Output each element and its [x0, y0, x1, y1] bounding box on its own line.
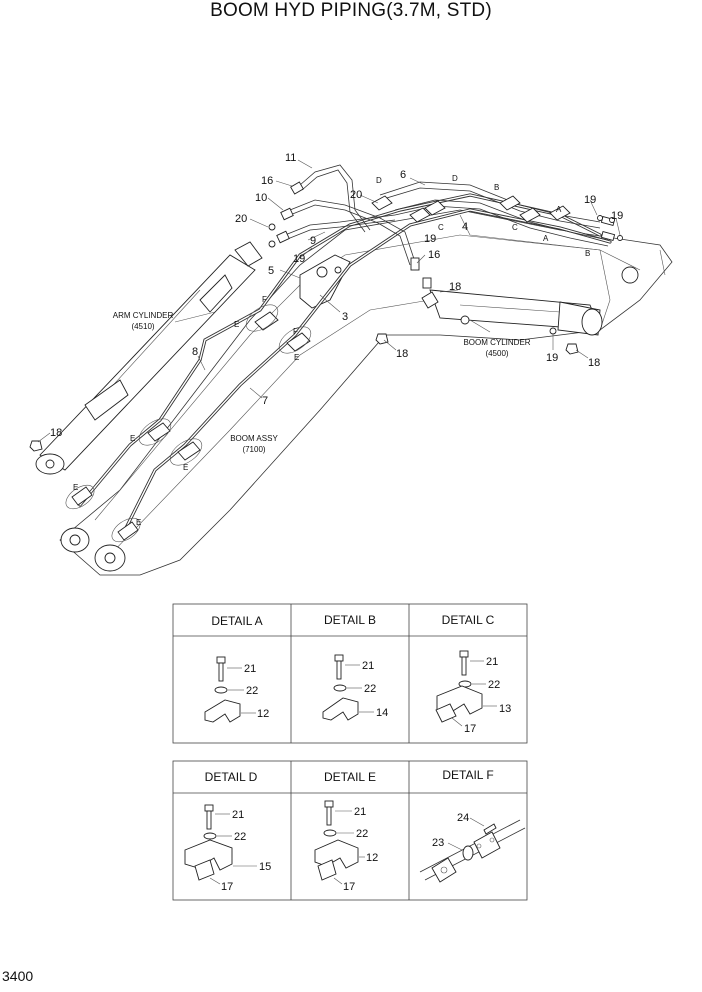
page-number: 3400 — [2, 968, 34, 984]
callout-6: 6 — [400, 169, 406, 181]
callout-B: B — [494, 183, 499, 192]
boom-assy-label: BOOM ASSY — [230, 434, 278, 443]
detail-e-title: DETAIL E — [324, 770, 376, 784]
detail-f-title: DETAIL F — [442, 768, 493, 782]
callout-19: 19 — [584, 194, 596, 206]
page-title: BOOM HYD PIPING(3.7M, STD) — [210, 0, 492, 21]
callout-B: B — [585, 249, 590, 258]
callout-19: 19 — [611, 210, 623, 222]
detail-e-label-22: 22 — [356, 828, 368, 840]
detail-e-label-17: 17 — [343, 881, 355, 893]
detail-d-label-15: 15 — [259, 861, 271, 873]
detail-b-label-22: 22 — [364, 683, 376, 695]
boom-assy-code: (7100) — [242, 445, 265, 454]
component-names: ARM CYLINDER (4510) BOOM ASSY (7100) BOO… — [113, 311, 531, 454]
callout-18: 18 — [396, 348, 408, 360]
detail-d-label-22: 22 — [234, 831, 246, 843]
detail-table-top: DETAIL A DETAIL B DETAIL C 21 22 12 21 — [172, 603, 528, 744]
callout-E: E — [234, 320, 239, 329]
callout-20: 20 — [235, 213, 247, 225]
callout-5: 5 — [268, 265, 274, 277]
detail-b-title: DETAIL B — [324, 613, 376, 627]
main-exploded-view: 11 16 10 20 9 19 5 F E F E 3 6 D 20 D B … — [29, 152, 673, 576]
pipe-clamps — [65, 195, 571, 543]
detail-d-title: DETAIL D — [205, 770, 258, 784]
detail-f-drawing: 24 23 — [419, 812, 526, 883]
detail-a-title: DETAIL A — [211, 614, 262, 628]
callout-F: F — [293, 327, 298, 336]
detail-b-drawing: 21 22 14 — [322, 654, 388, 721]
callout-8: 8 — [192, 346, 198, 358]
detail-c-label-22: 22 — [488, 679, 500, 691]
detail-a-label-21: 21 — [244, 663, 256, 675]
detail-c-drawing: 21 22 13 17 — [435, 650, 511, 735]
detail-d-label-21: 21 — [232, 809, 244, 821]
callout-E: E — [136, 518, 141, 527]
callout-D: D — [452, 174, 458, 183]
callout-16: 16 — [428, 249, 440, 261]
callout-20: 20 — [350, 189, 362, 201]
callout-labels: 11 16 10 20 9 19 5 F E F E 3 6 D 20 D B … — [50, 152, 623, 527]
detail-e-label-12: 12 — [366, 852, 378, 864]
callout-F: F — [262, 295, 267, 304]
callout-19: 19 — [424, 233, 436, 245]
boom-cylinder-label: BOOM CYLINDER — [463, 338, 530, 347]
callout-7: 7 — [262, 395, 268, 407]
callout-11: 11 — [285, 152, 296, 164]
boom-assembly — [59, 209, 673, 576]
detail-a-label-12: 12 — [257, 708, 269, 720]
callout-19: 19 — [293, 253, 305, 265]
callout-E: E — [294, 353, 299, 362]
detail-f-label-24: 24 — [457, 812, 469, 824]
detail-e-label-21: 21 — [354, 806, 366, 818]
callout-16: 16 — [261, 175, 273, 187]
detail-b-label-14: 14 — [376, 707, 388, 719]
callout-18: 18 — [449, 281, 461, 293]
callout-E: E — [183, 463, 188, 472]
callout-A: A — [543, 234, 549, 243]
leader-lines — [37, 159, 621, 443]
callout-E: E — [73, 483, 78, 492]
detail-d-label-17: 17 — [221, 881, 233, 893]
callout-9: 9 — [310, 235, 316, 247]
callout-19: 19 — [546, 352, 558, 364]
callout-C: C — [438, 223, 444, 232]
callout-C: C — [512, 223, 518, 232]
detail-a-drawing: 21 22 12 — [204, 656, 269, 723]
detail-a-label-22: 22 — [246, 685, 258, 697]
callout-4: 4 — [462, 221, 468, 233]
callout-A: A — [556, 205, 562, 214]
callout-10: 10 — [255, 192, 267, 204]
detail-e-drawing: 21 22 12 17 — [314, 800, 378, 893]
detail-c-label-13: 13 — [499, 703, 511, 715]
callout-18: 18 — [588, 357, 600, 369]
arm-cylinder — [32, 241, 263, 475]
detail-c-title: DETAIL C — [442, 613, 495, 627]
loose-fasteners — [29, 333, 579, 452]
callout-D: D — [376, 176, 382, 185]
arm-cylinder-code: (4510) — [131, 322, 154, 331]
detail-f-label-23: 23 — [432, 837, 444, 849]
detail-table-bottom: DETAIL D DETAIL E DETAIL F 21 22 15 17 — [172, 760, 528, 901]
boom-cylinder-code: (4500) — [485, 349, 508, 358]
boom-cylinder — [421, 289, 603, 336]
detail-c-label-21: 21 — [486, 656, 498, 668]
callout-E: E — [130, 434, 135, 443]
callout-18: 18 — [50, 427, 62, 439]
detail-c-label-17: 17 — [464, 723, 476, 735]
detail-d-drawing: 21 22 15 17 — [184, 804, 271, 893]
detail-b-label-21: 21 — [362, 660, 374, 672]
callout-3: 3 — [342, 311, 348, 323]
arm-cylinder-label: ARM CYLINDER — [113, 311, 174, 320]
hydraulic-pipes — [78, 164, 623, 532]
